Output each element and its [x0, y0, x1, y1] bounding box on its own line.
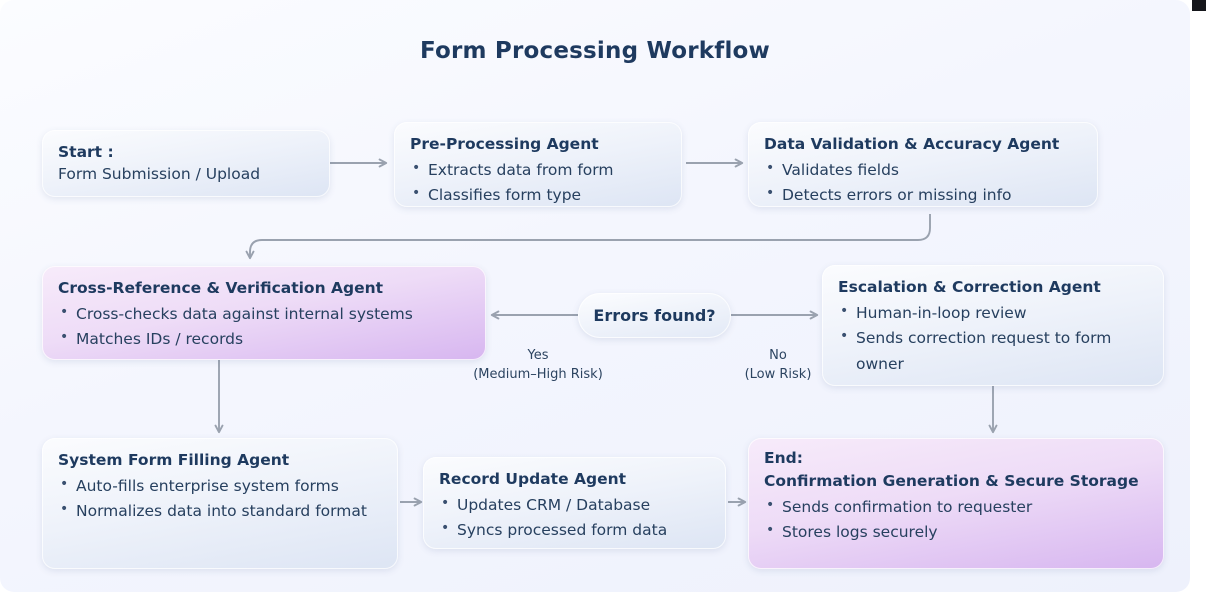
list-item: Detects errors or missing info	[764, 183, 1082, 209]
node-validation-title: Data Validation & Accuracy Agent	[764, 135, 1060, 153]
edge-label-no-line1: No	[769, 348, 787, 363]
node-start[interactable]: Start : Form Submission / Upload	[42, 130, 330, 197]
list-item: Sends confirmation to requester	[764, 494, 1148, 521]
node-start-title: Start :	[58, 143, 114, 161]
node-crossref[interactable]: Cross-Reference & Verification Agent Cro…	[42, 266, 486, 360]
node-escalation[interactable]: Escalation & Correction Agent Human-in-l…	[822, 265, 1164, 386]
node-recordupdate-bullets: Updates CRM / Database Syncs processed f…	[439, 492, 710, 544]
list-item: Sends correction request to form owner	[838, 325, 1148, 377]
node-start-subtitle: Form Submission / Upload	[58, 164, 261, 183]
edge-label-yes-line2: (Medium–High Risk)	[473, 366, 603, 382]
node-validation[interactable]: Data Validation & Accuracy Agent Validat…	[748, 122, 1098, 207]
list-item: Syncs processed form data	[439, 518, 710, 544]
diagram-canvas: Form Processing Workflow	[0, 0, 1190, 592]
list-item: Human-in-loop review	[838, 300, 1148, 327]
node-decision-errors-found[interactable]: Errors found?	[578, 293, 731, 338]
list-item: Stores logs securely	[764, 519, 1148, 546]
node-validation-bullets: Validates fields Detects errors or missi…	[764, 157, 1082, 209]
node-preprocessing-title: Pre-Processing Agent	[410, 135, 599, 153]
edge-label-no-line2: (Low Risk)	[744, 366, 812, 382]
list-item: Extracts data from form	[410, 157, 666, 184]
edge-validation-to-crossref	[245, 214, 931, 260]
page-title: Form Processing Workflow	[420, 38, 770, 64]
list-item: Updates CRM / Database	[439, 492, 710, 519]
window-corner-artifact	[1192, 0, 1206, 11]
node-escalation-bullets: Human-in-loop review Sends correction re…	[838, 300, 1148, 378]
node-escalation-title: Escalation & Correction Agent	[838, 278, 1101, 296]
edge-label-yes: Yes (Medium–High Risk)	[463, 347, 613, 385]
list-item: Matches IDs / records	[58, 327, 470, 353]
node-end-subtitle: Confirmation Generation & Secure Storage	[764, 471, 1139, 490]
node-end-bullets: Sends confirmation to requester Stores l…	[764, 494, 1148, 546]
list-item: Auto-fills enterprise system forms	[58, 473, 382, 500]
node-decision-label: Errors found?	[593, 306, 716, 325]
node-end-title: End:	[764, 449, 803, 467]
node-formfilling-bullets: Auto-fills enterprise system forms Norma…	[58, 473, 382, 525]
list-item: Classifies form type	[410, 183, 666, 209]
node-preprocessing[interactable]: Pre-Processing Agent Extracts data from …	[394, 122, 682, 207]
node-recordupdate[interactable]: Record Update Agent Updates CRM / Databa…	[423, 457, 726, 549]
node-crossref-title: Cross-Reference & Verification Agent	[58, 279, 384, 297]
node-formfilling[interactable]: System Form Filling Agent Auto-fills ent…	[42, 438, 398, 569]
edge-label-no: No (Low Risk)	[718, 347, 838, 385]
list-item: Cross-checks data against internal syste…	[58, 301, 470, 328]
node-end[interactable]: End: Confirmation Generation & Secure St…	[748, 438, 1164, 569]
node-formfilling-title: System Form Filling Agent	[58, 451, 290, 469]
edge-label-yes-line1: Yes	[527, 348, 549, 363]
node-recordupdate-title: Record Update Agent	[439, 470, 627, 488]
list-item: Validates fields	[764, 157, 1082, 184]
node-preprocessing-bullets: Extracts data from form Classifies form …	[410, 157, 666, 209]
list-item: Normalizes data into standard format	[58, 499, 382, 525]
node-crossref-bullets: Cross-checks data against internal syste…	[58, 301, 470, 353]
